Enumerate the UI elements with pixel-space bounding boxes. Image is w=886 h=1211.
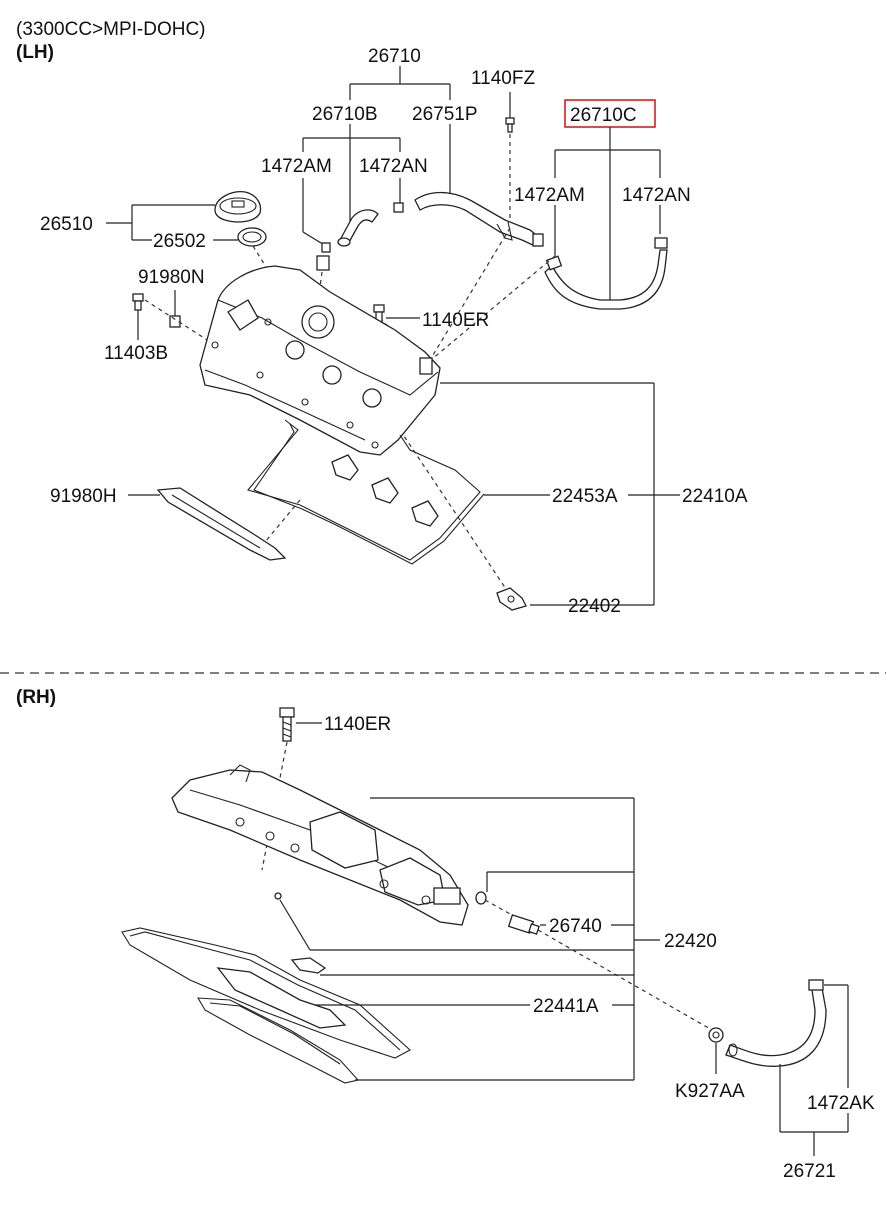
label-26710C: 26710C [570,105,637,126]
gasket-26502 [237,227,267,247]
label-26710: 26710 [368,46,421,67]
clip-1472AN-lh [393,202,404,213]
label-26710B: 26710B [312,104,378,125]
label-1472AK: 1472AK [807,1093,875,1114]
pcv-fitting [316,255,330,271]
engine-spec-title: (3300CC>MPI-DOHC) [16,19,206,40]
leader-26721 [779,984,849,1156]
breather-hose-26710C [544,237,668,310]
bolt-11403B [132,293,144,340]
label-91980H: 91980H [50,486,117,507]
label-26751P: 26751P [412,104,478,125]
bolt-1140FZ [505,92,515,228]
label-1472AM-lh-b: 1472AM [514,185,585,206]
pcv-valve-26740 [475,891,713,1031]
section-lh-title: (LH) [16,42,54,63]
leader-26510 [106,204,238,241]
seal-rh [290,957,327,974]
label-1140ER-rh: 1140ER [324,714,391,735]
label-1472AN-lh-b: 1472AN [622,185,691,206]
label-1140FZ: 1140FZ [471,68,535,89]
gasket-rh-22441A [121,927,411,1084]
label-22420: 22420 [664,931,717,952]
valve-cover-lh-22410A [199,265,441,456]
dowel-pin [274,892,282,900]
label-26510: 26510 [40,214,93,235]
clamp-K927AA [708,1027,724,1074]
connector-91980N [169,315,181,328]
label-22453A: 22453A [552,486,618,507]
label-26502: 26502 [153,231,206,252]
label-1472AM-lh-a: 1472AM [261,156,332,177]
label-1140ER-lh: 1140ER [422,310,489,331]
label-26721: 26721 [783,1161,836,1182]
label-26740: 26740 [549,916,602,937]
seal-22402 [496,587,527,611]
label-22402: 22402 [568,596,621,617]
label-K927AA: K927AA [675,1081,745,1102]
label-91980N: 91980N [138,267,205,288]
label-11403B: 11403B [104,343,168,364]
leader-22410A [440,382,680,606]
oil-cap-26510 [214,191,262,223]
section-rh-title: (RH) [16,687,56,708]
hose-26710B [337,209,379,247]
leader-22420 [279,797,660,1081]
harness-bracket-91980H [156,487,287,561]
clip-1472AM-lh [321,242,331,253]
hose-26721 [725,979,827,1067]
gasket-lh-22453A [247,419,485,565]
hose-26751P [414,191,544,247]
label-22441A: 22441A [533,996,599,1017]
leader-26710C [554,127,661,300]
label-22410A: 22410A [682,486,748,507]
valve-cover-rh-22420 [171,764,469,926]
label-1472AN-lh-a: 1472AN [359,156,428,177]
